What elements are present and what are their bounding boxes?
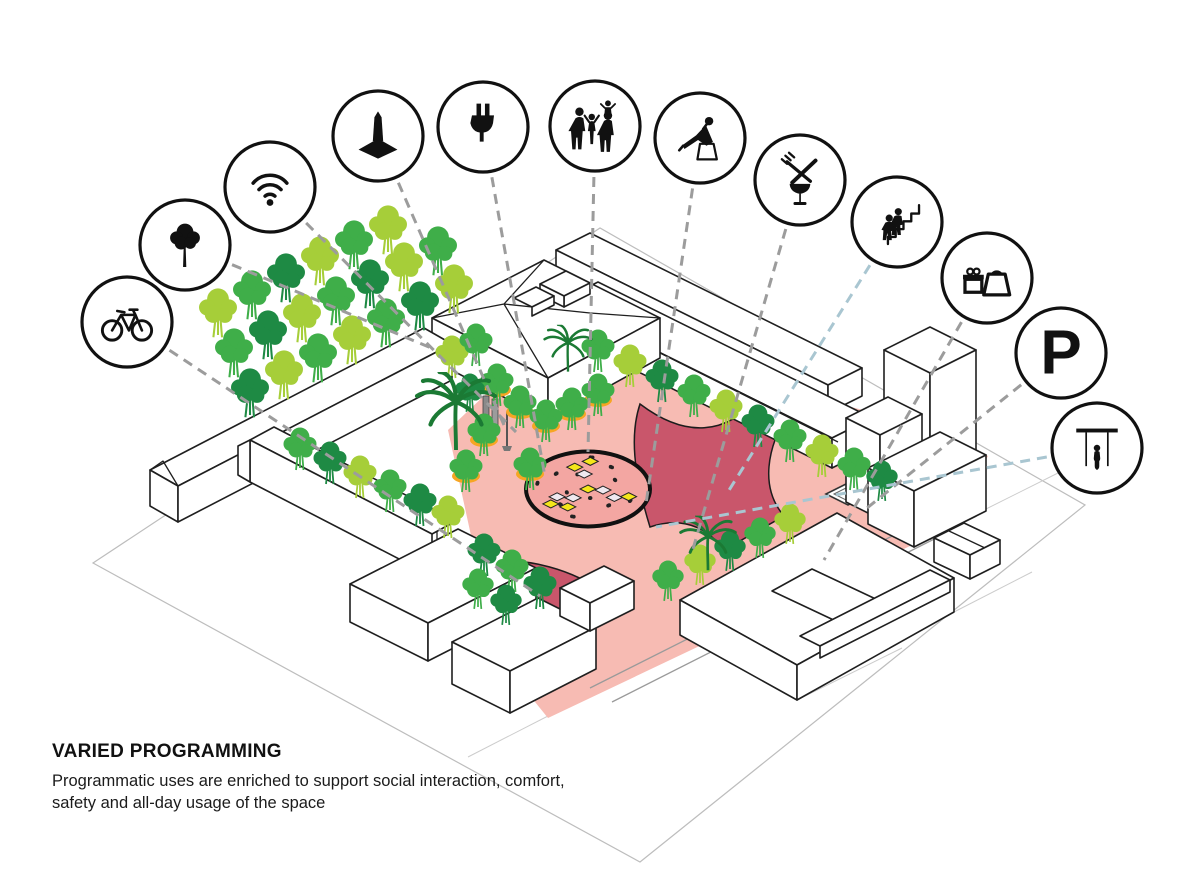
tree (331, 314, 373, 366)
monument-connector (376, 135, 506, 426)
shopping-connector (822, 277, 989, 561)
monument-icon (331, 89, 425, 183)
swing-icon (1050, 401, 1144, 495)
caption-block: VARIED PROGRAMMING Programmatic uses are… (52, 741, 612, 815)
family-people-icon (548, 79, 642, 173)
monument-statue (506, 412, 508, 446)
tree (229, 367, 271, 419)
shopping-bags-icon (940, 231, 1034, 325)
power-connector (481, 126, 547, 478)
parking-icon: P (1014, 306, 1108, 400)
wifi-connector (268, 185, 518, 434)
tree (263, 349, 305, 401)
tree-connector (184, 243, 437, 352)
family-connector (586, 125, 597, 453)
seating-connector (644, 137, 702, 505)
building-south-small-3 (559, 565, 635, 632)
tree (297, 332, 339, 384)
program-icons: P (80, 79, 1144, 495)
bicycle-icon (80, 275, 174, 369)
person-seating-icon (653, 91, 747, 185)
building-southeast-slab-with-courtyard (679, 512, 955, 701)
food-drink-icon (753, 133, 847, 227)
food-connector (691, 179, 802, 550)
bicycle-connector (126, 320, 541, 598)
buildings (149, 232, 1001, 714)
icon-connectors (126, 125, 1098, 598)
diagram-title: VARIED PROGRAMMING (52, 741, 282, 762)
people-on-steps-icon (850, 175, 944, 269)
parking-letter: P (1040, 319, 1081, 388)
swing-connector (655, 446, 1098, 529)
event-oval-markers (535, 455, 638, 519)
wifi-icon (223, 140, 317, 234)
steps-connector (724, 221, 899, 496)
electric-plug-icon (436, 80, 530, 174)
gable-house-east (933, 522, 1001, 580)
tree-icon (138, 198, 232, 292)
diagram-description: Programmatic uses are enriched to suppor… (52, 772, 565, 813)
